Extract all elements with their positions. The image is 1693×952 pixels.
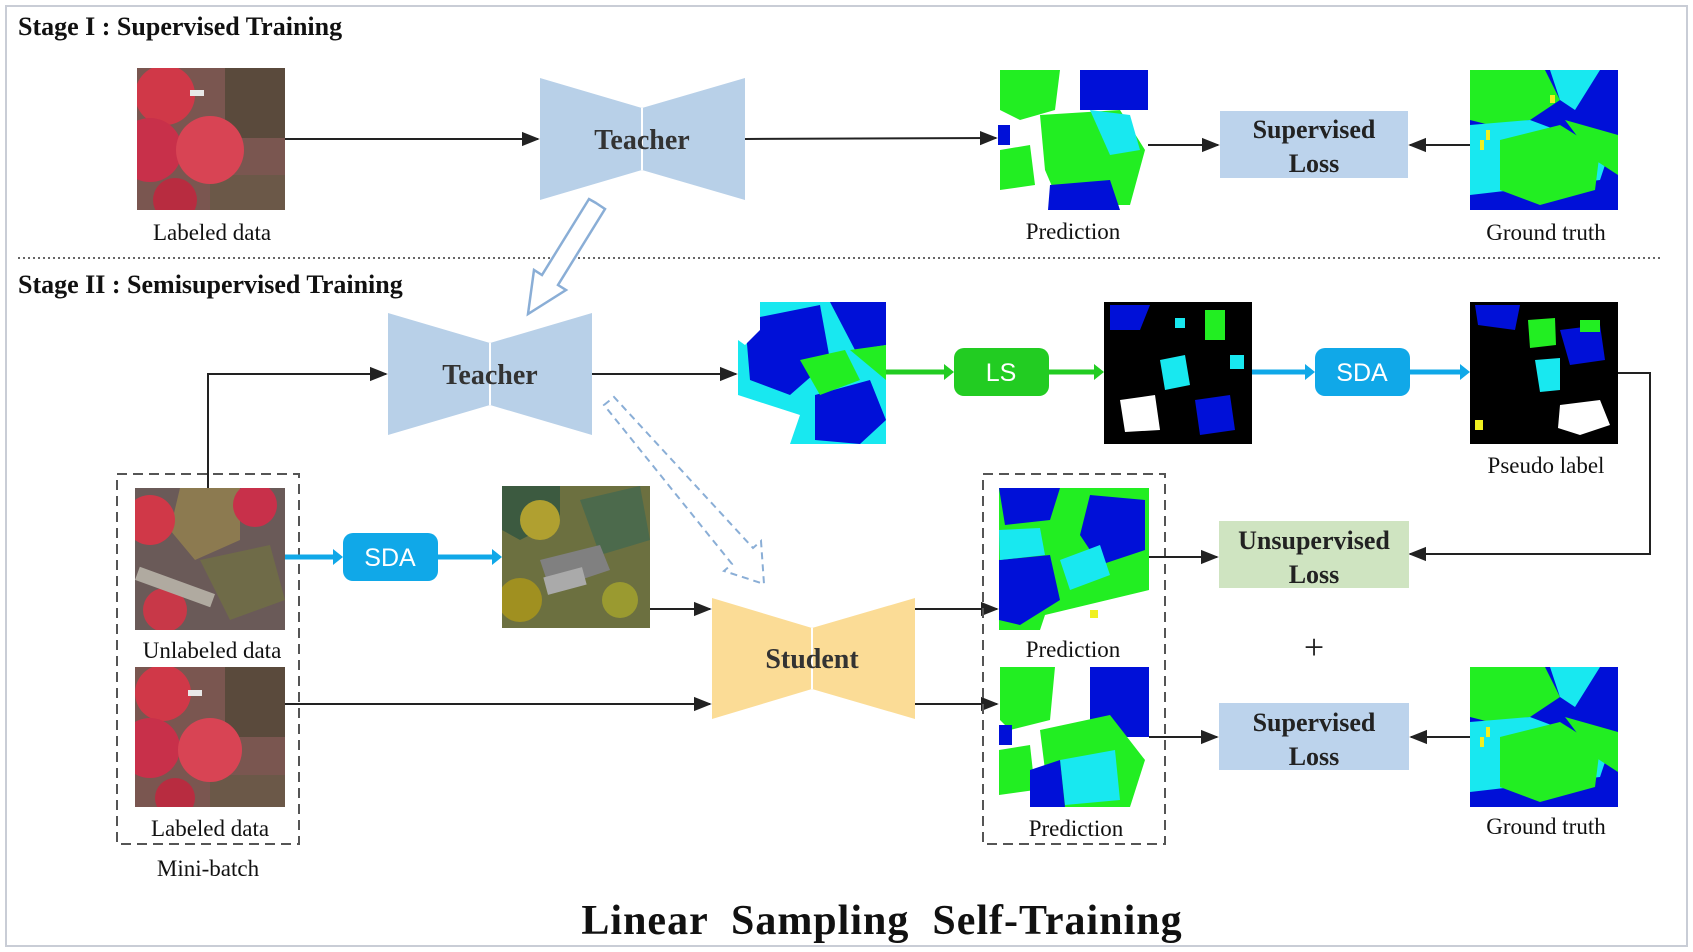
ls-pill	[954, 348, 1049, 396]
arrow-unlabeled-to-teacher2	[207, 366, 388, 488]
arrow-mask-to-sda-head	[1305, 364, 1315, 380]
arrow-pseudo-to-unsup-loss	[1408, 372, 1651, 562]
outer-frame	[5, 5, 1688, 947]
stage1-ground-truth-image	[1470, 70, 1618, 210]
student-prediction-labeled-image	[999, 667, 1149, 807]
stage2-supervised-loss-box	[1219, 703, 1409, 770]
student-prediction-box	[982, 473, 1166, 845]
pseudo-label-caption: Pseudo label	[1488, 453, 1605, 478]
arrow-pred-to-ls-head	[944, 364, 954, 380]
stage2-teacher-label: Teacher	[442, 360, 537, 391]
stage1-prediction-caption: Prediction	[1026, 219, 1121, 244]
plus-sign: +	[1304, 627, 1324, 667]
prediction-caption-2: Prediction	[1029, 816, 1124, 841]
unsup-loss-line2: Loss	[1289, 560, 1340, 589]
stage2-title: Stage II : Semisupervised Training	[18, 270, 403, 299]
sda-label-top: SDA	[1336, 359, 1388, 387]
sda-pill-left	[343, 533, 438, 581]
unsup-loss-line1: Unsupervised	[1238, 526, 1390, 555]
stage2-labeled-image	[135, 667, 285, 807]
augmented-image	[502, 486, 650, 628]
stage2-ground-truth-caption: Ground truth	[1486, 814, 1606, 839]
stage1-prediction-image	[998, 70, 1148, 210]
stage1-labeled-caption: Labeled data	[153, 220, 271, 245]
arrow-sda-to-augmented-head	[492, 549, 502, 565]
stage1-teacher-label: Teacher	[594, 125, 689, 156]
student-label: Student	[765, 644, 859, 675]
minibatch-caption: Mini-batch	[157, 856, 260, 881]
ls-mask-image	[1104, 302, 1252, 444]
arrow-sda-to-pseudo-head	[1460, 364, 1470, 380]
ls-label: LS	[986, 359, 1017, 387]
arrow-unlabeled-to-sda-head	[333, 549, 343, 565]
arrow-teacher1-to-prediction	[744, 130, 998, 146]
stage1-labeled-image	[137, 68, 285, 210]
prediction-caption-1: Prediction	[1026, 637, 1121, 662]
sda-label-left: SDA	[364, 544, 416, 572]
minibatch-box	[116, 473, 300, 845]
stage1-loss-line1: Supervised	[1253, 115, 1376, 144]
teacher-prediction-image	[738, 302, 886, 444]
pseudo-label-image	[1470, 302, 1618, 444]
unlabeled-data-image	[135, 488, 285, 630]
stage1-ground-truth-caption: Ground truth	[1486, 220, 1606, 245]
stage2-ground-truth-image	[1470, 667, 1618, 807]
stage1-supervised-loss-box	[1220, 111, 1408, 178]
unlabeled-data-caption: Unlabeled data	[143, 638, 282, 663]
unsupervised-loss-box	[1219, 521, 1409, 588]
main-title: Linear Sampling Self-Training	[581, 898, 1182, 944]
sda-pill-top	[1315, 348, 1410, 396]
weight-transfer-arrow	[526, 197, 607, 317]
stage1-loss-line2: Loss	[1289, 149, 1340, 178]
stage2-sup-loss-line1: Supervised	[1253, 708, 1376, 737]
student-network	[712, 598, 915, 719]
stage2-sup-loss-line2: Loss	[1289, 742, 1340, 771]
stage2-labeled-caption: Labeled data	[151, 816, 269, 841]
arrow-ls-to-mask-head	[1094, 364, 1104, 380]
student-prediction-unlabeled-image	[999, 488, 1149, 630]
stage1-title: Stage I : Supervised Training	[18, 12, 342, 41]
